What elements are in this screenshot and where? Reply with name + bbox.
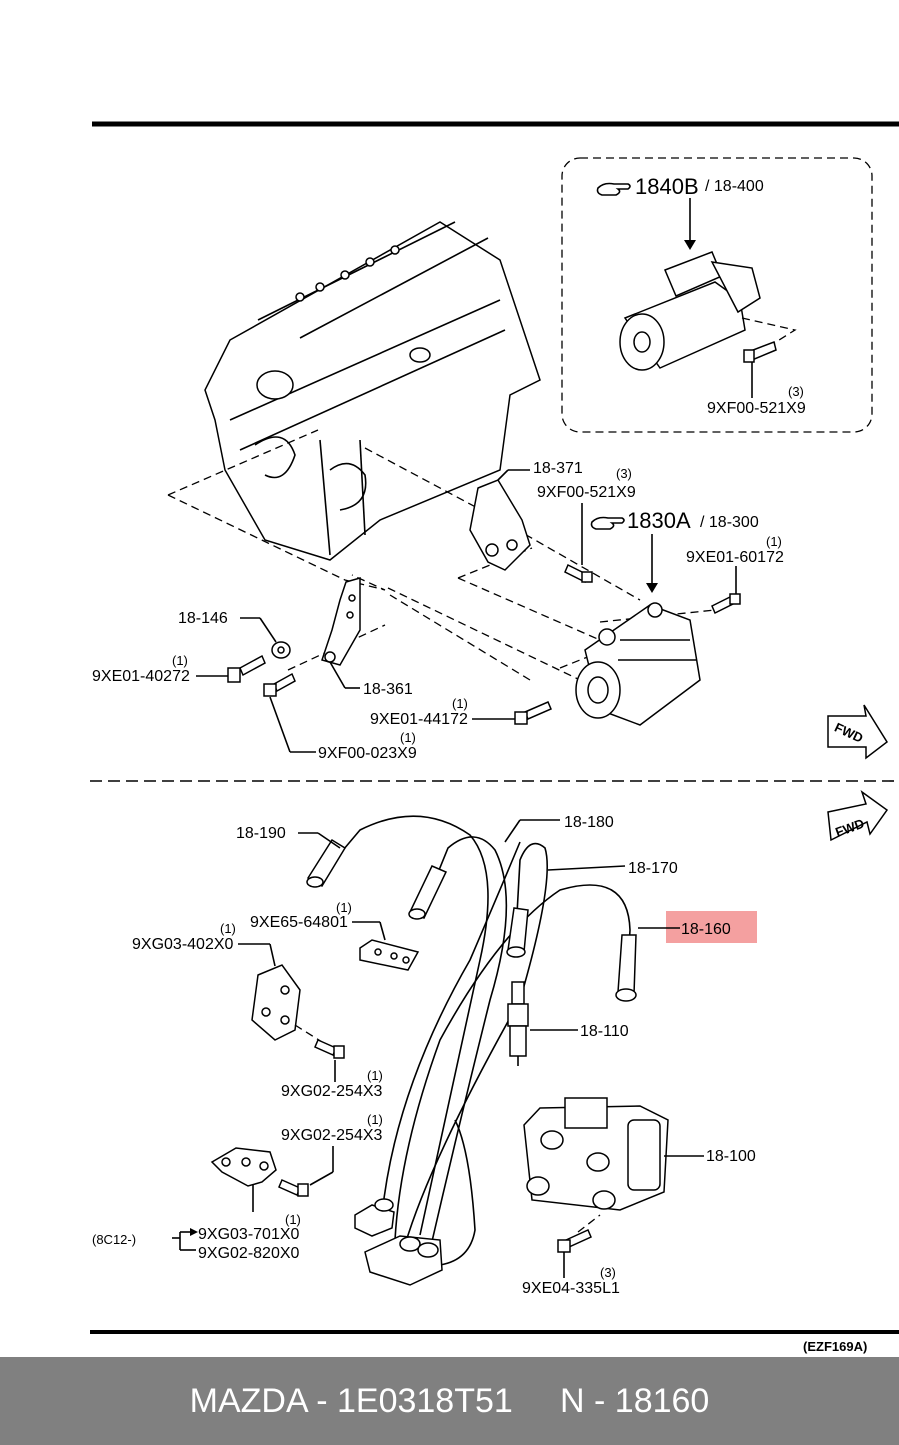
wire-boot-180[interactable]	[408, 865, 448, 920]
part-number-footer: MAZDA - 1E0318T51 N - 18160	[0, 1357, 899, 1445]
screw-a-label[interactable]: 9XG02-254X3	[281, 1083, 383, 1100]
alternator-ref[interactable]: 1830A	[627, 508, 691, 533]
clip-qty: (1)	[336, 900, 352, 915]
adjusting-bar[interactable]	[321, 577, 361, 666]
nut-label[interactable]: 18-146	[178, 610, 228, 627]
alt-bolt-bottom[interactable]	[514, 701, 552, 725]
wire-160-label[interactable]: 18-160	[681, 921, 731, 938]
alternator[interactable]	[575, 602, 701, 726]
alt-bolt-right-qty: (1)	[766, 534, 782, 549]
coil-bolt[interactable]	[557, 1229, 592, 1253]
screw-b-label[interactable]: 9XG02-254X3	[281, 1127, 383, 1144]
hand-pointer-icon	[590, 516, 625, 530]
bolt-bottom[interactable]	[263, 672, 296, 697]
screw-a-qty: (1)	[367, 1068, 383, 1083]
alt-bolt-bottom-qty: (1)	[452, 696, 468, 711]
alt-bolt-bottom-label[interactable]: 9XE01-44172	[370, 711, 468, 728]
bracket-bolt[interactable]	[564, 563, 593, 584]
wire-clamp[interactable]	[251, 964, 301, 1041]
alt-bolt-right[interactable]	[711, 593, 741, 615]
starter-group-box	[561, 157, 873, 433]
alternator-sub: / 18-300	[700, 514, 759, 531]
wire-boot-190[interactable]	[306, 838, 347, 888]
clamp-label[interactable]: 9XG03-402X0	[132, 936, 234, 953]
bracket-label[interactable]: 18-371	[533, 460, 583, 477]
bracket-bolt-label[interactable]: 9XF00-521X9	[537, 484, 636, 501]
bracket-bolt-qty: (3)	[616, 466, 632, 481]
holder-b-label[interactable]: 9XG02-820X0	[198, 1245, 300, 1262]
starter-sub: / 18-400	[705, 178, 764, 195]
coil-bolt-label[interactable]: 9XE04-335L1	[522, 1280, 620, 1297]
coil-label[interactable]: 18-100	[706, 1148, 756, 1165]
coil-bolt-qty: (3)	[600, 1265, 616, 1280]
alternator-bracket[interactable]	[469, 479, 531, 571]
clamp-qty: (1)	[220, 921, 236, 936]
holder-screw[interactable]	[278, 1179, 309, 1197]
holder-a-qty: (1)	[285, 1212, 301, 1227]
bolt-bottom-label[interactable]: 9XF00-023X9	[318, 745, 417, 762]
wire-170-label[interactable]: 18-170	[628, 860, 678, 877]
fwd-arrow-icon: FWD	[827, 704, 888, 760]
clamp-screw[interactable]	[314, 1039, 345, 1059]
wire-190-label[interactable]: 18-190	[236, 825, 286, 842]
bolt-left-label[interactable]: 9XE01-40272	[92, 668, 190, 685]
part-number-text: MAZDA - 1E0318T51 N - 18160	[189, 1381, 710, 1420]
starter-ref[interactable]: 1840B	[635, 174, 699, 199]
wire-clip[interactable]	[359, 939, 420, 971]
ignition-wire-set[interactable]	[321, 815, 631, 1266]
starter-bolt-qty: (3)	[788, 384, 804, 399]
fwd-arrow-icon: FWD	[827, 790, 889, 842]
bolt-left[interactable]	[227, 654, 266, 683]
starter-bolt-label[interactable]: 9XF00-521X9	[707, 400, 806, 417]
wire-holder[interactable]	[210, 1147, 277, 1212]
alt-bolt-right-label[interactable]: 9XE01-60172	[686, 549, 784, 566]
engine-block	[204, 221, 541, 561]
starter-motor[interactable]	[619, 251, 761, 371]
starter-bolt[interactable]	[743, 340, 777, 363]
bolt-bottom-qty: (1)	[400, 730, 416, 745]
figure-code: (EZF169A)	[803, 1339, 867, 1354]
wire-boot-160[interactable]	[615, 934, 637, 1002]
hand-pointer-icon	[596, 182, 631, 196]
spark-plug[interactable]	[507, 981, 529, 1066]
adjust-bar-label[interactable]: 18-361	[363, 681, 413, 698]
clip-label[interactable]: 9XE65-64801	[250, 914, 348, 931]
holder-a-label[interactable]: 9XG03-701X0	[198, 1226, 300, 1243]
screw-b-qty: (1)	[367, 1112, 383, 1127]
wire-boot-170[interactable]	[506, 907, 529, 958]
variant-label: (8C12-)	[92, 1232, 136, 1247]
wire-connector-block[interactable]	[354, 1198, 443, 1286]
ignition-coil[interactable]	[523, 1097, 669, 1211]
highlight-box	[666, 911, 757, 943]
wire-180-label[interactable]: 18-180	[564, 814, 614, 831]
parts-diagram: 1840B / 18-400 (3) 9XF00-521X9	[90, 121, 899, 1354]
bolt-left-qty: (1)	[172, 653, 188, 668]
nut-18-146[interactable]	[271, 641, 291, 659]
spark-plug-label[interactable]: 18-110	[580, 1023, 629, 1040]
